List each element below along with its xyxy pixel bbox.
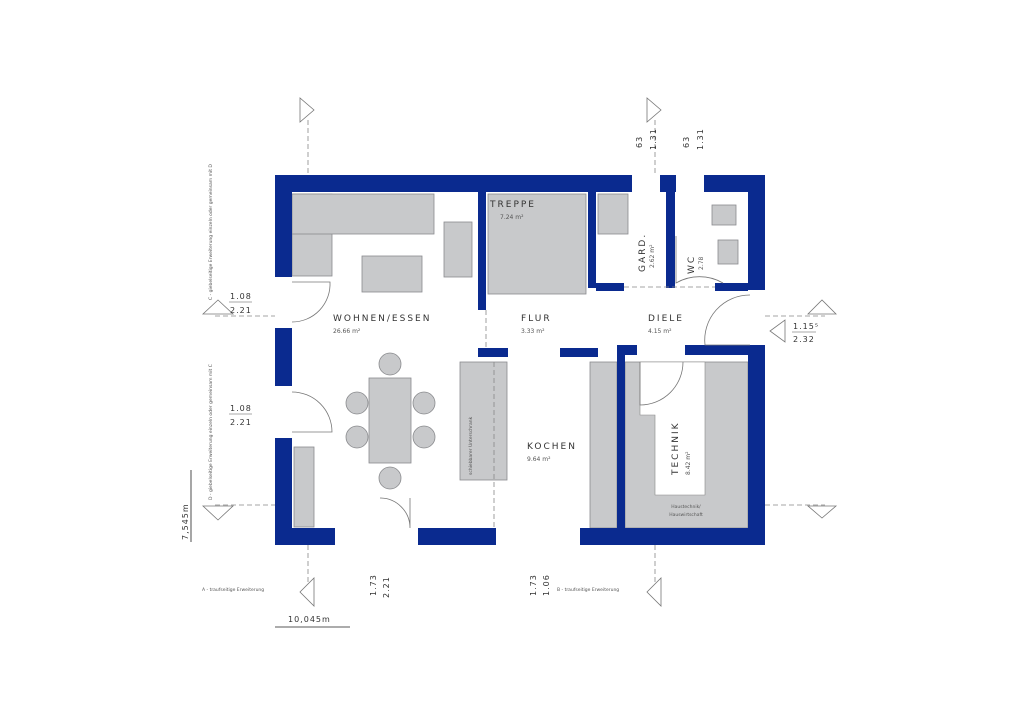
room-name-treppe: TREPPE	[489, 200, 536, 210]
kitchen-note: schiebbarer Unterschrank	[468, 416, 474, 475]
kitchen-counter	[589, 361, 618, 529]
room-name-gard: GARD.	[638, 233, 648, 272]
depth-dimension: 7,545m	[181, 503, 190, 540]
dim-bottom: 2.21	[382, 576, 391, 598]
technik-note: Hauswirtschaft	[669, 512, 703, 518]
dining-table	[368, 377, 412, 464]
room-name-wohnen: WOHNEN/ESSEN	[333, 314, 431, 324]
section-marker-icon	[646, 577, 662, 607]
dining-chairs	[345, 352, 436, 490]
room-area-kochen: 9.64 m²	[527, 456, 551, 463]
dim-top: 1.15⁵	[793, 322, 819, 331]
section-marker-icon	[807, 299, 837, 315]
room-area-technik: 8.42 m²	[685, 451, 692, 475]
dim-top: 63	[635, 136, 644, 148]
doors	[291, 236, 751, 529]
armchair	[443, 221, 473, 278]
technik-note: Haustechnik/	[671, 504, 701, 510]
room-name-flur: FLUR	[521, 314, 552, 324]
dim-top: 1.73	[369, 574, 378, 596]
wardrobe-shelf	[597, 193, 629, 235]
wc-basin	[711, 204, 737, 226]
sideboard	[293, 446, 315, 528]
dim-top: 1.08	[230, 292, 252, 301]
extension-note-a: A - traufseitige Erweiterung	[202, 587, 264, 593]
extension-note-d: D - giebelseitige Erweiterung einzeln od…	[208, 364, 214, 500]
room-area-treppe: 7.24 m²	[500, 214, 524, 221]
room-area-diele: 4.15 m²	[648, 328, 672, 335]
furniture	[291, 193, 749, 529]
section-markers	[201, 97, 838, 607]
dim-top: 1.08	[230, 404, 252, 413]
section-marker-icon	[299, 97, 315, 123]
dimension-labels: 1.08 2.21 1.08 2.21 1.15⁵ 2.32 63 1.31 6…	[181, 128, 819, 628]
dim-bottom: 1.06	[542, 574, 551, 596]
dim-bottom: 1.31	[649, 128, 658, 150]
section-marker-icon	[201, 299, 235, 315]
dim-top: 1.73	[529, 574, 538, 596]
room-area-gard: 2.62 m²	[649, 244, 656, 268]
dim-bottom: 2.32	[793, 335, 815, 344]
section-marker-icon	[201, 505, 235, 521]
dim-bottom: 1.31	[696, 128, 705, 150]
room-labels: WOHNEN/ESSEN 26.66 m² TREPPE 7.24 m² FLU…	[333, 200, 705, 518]
section-marker-icon	[299, 577, 315, 607]
technik-free-space	[639, 361, 706, 496]
entrance-marker-icon	[769, 319, 786, 343]
kitchen-island	[459, 361, 508, 481]
coffee-table	[361, 255, 423, 293]
sofa	[291, 193, 435, 235]
room-area-wohnen: 26.66 m²	[333, 328, 361, 335]
extension-note-b: B - traufseitige Erweiterung	[557, 587, 619, 593]
room-name-wc: WC	[687, 255, 697, 274]
walls	[275, 175, 765, 545]
room-name-technik: TECHNIK	[671, 421, 681, 476]
extension-notes: A - traufseitige Erweiterung B - traufse…	[202, 164, 619, 593]
room-name-kochen: KOCHEN	[527, 442, 577, 452]
dim-bottom: 2.21	[230, 306, 252, 315]
room-area-wc: 2.78	[698, 256, 705, 270]
room-name-diele: DIELE	[648, 314, 684, 324]
dim-top: 63	[682, 136, 691, 148]
staircase	[487, 193, 587, 295]
room-area-flur: 3.33 m²	[521, 328, 545, 335]
section-marker-icon	[646, 97, 662, 123]
dim-bottom: 2.21	[230, 418, 252, 427]
width-dimension: 10,045m	[288, 615, 331, 624]
toilet	[717, 239, 739, 265]
extension-note-c: C - giebelseitige Erweiterung einzeln od…	[208, 164, 214, 300]
section-marker-icon	[806, 505, 838, 519]
